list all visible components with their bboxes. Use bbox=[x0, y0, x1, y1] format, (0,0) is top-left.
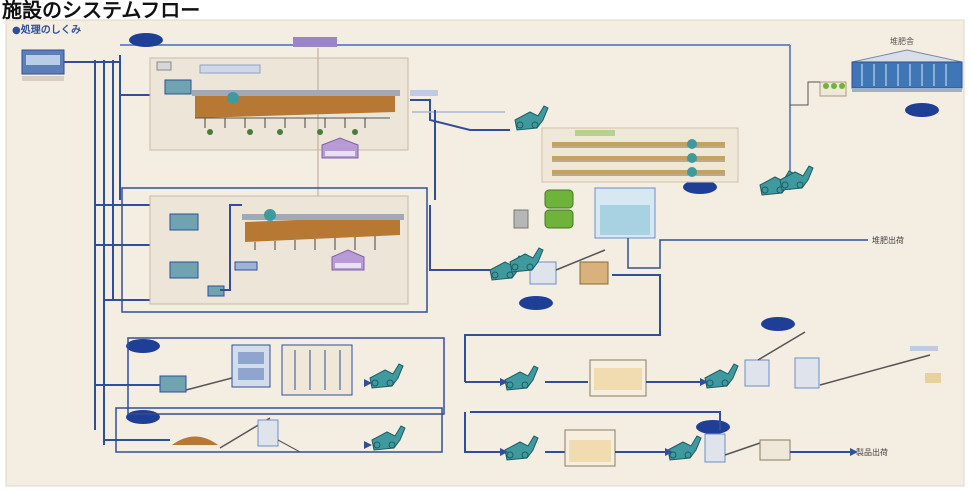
lower-hoppers bbox=[169, 213, 225, 297]
badge-1 bbox=[129, 33, 163, 47]
middle-screening bbox=[464, 249, 661, 382]
badge-7 bbox=[126, 410, 160, 424]
page-title: 施設のシステムフロー bbox=[2, 0, 201, 22]
upper-fermentation-unit bbox=[149, 48, 409, 200]
lower-control-box bbox=[234, 261, 258, 271]
badge-8 bbox=[696, 420, 730, 434]
biofilter-units bbox=[544, 189, 574, 229]
diagram-panel-border bbox=[5, 19, 965, 487]
upper-deodorizer bbox=[321, 137, 359, 159]
lower-feed-line bbox=[220, 204, 242, 291]
badge-5 bbox=[761, 317, 795, 331]
curing-turners bbox=[687, 139, 697, 177]
water-treatment bbox=[513, 187, 868, 269]
lower-unit-frame bbox=[149, 195, 409, 305]
lower-air-pipes bbox=[254, 236, 376, 250]
lower-compost-bed bbox=[245, 216, 400, 242]
badge-4 bbox=[519, 296, 553, 310]
loader-3 bbox=[779, 165, 814, 191]
flow-arrows bbox=[364, 378, 858, 456]
purple-tag-top bbox=[293, 37, 337, 47]
lower-tank-rim bbox=[242, 214, 404, 220]
upper-outlet-flows bbox=[410, 99, 510, 271]
loader-1 bbox=[514, 105, 549, 131]
upper-hopper bbox=[156, 61, 192, 95]
curing-label-box bbox=[575, 130, 615, 136]
upper-outlet-label-box bbox=[410, 90, 438, 96]
loader-4 bbox=[489, 255, 524, 281]
upper-tank-rim bbox=[192, 90, 400, 96]
lower-unit-outline bbox=[121, 187, 428, 313]
lower-fermentation-unit bbox=[121, 187, 428, 313]
badge-group bbox=[126, 33, 939, 434]
flow-line-input bbox=[60, 61, 160, 96]
loader-10 bbox=[504, 435, 539, 461]
loader-5 bbox=[509, 247, 544, 273]
upper-compost-bed bbox=[195, 93, 395, 118]
lower-deodorizer bbox=[331, 249, 365, 271]
bottom-right-flow bbox=[464, 331, 941, 467]
loader-6 bbox=[369, 363, 404, 389]
upper-air-pipes bbox=[204, 118, 366, 128]
badge-6 bbox=[126, 339, 160, 353]
lower-turner bbox=[264, 209, 276, 221]
mixer-unit bbox=[127, 337, 445, 415]
bottom-compost-line bbox=[115, 407, 443, 453]
loader-11 bbox=[667, 435, 702, 461]
receiving-facility bbox=[21, 49, 65, 81]
upper-turner bbox=[227, 92, 239, 104]
bagging-unit bbox=[790, 81, 847, 106]
right-side-output-label: 堆肥出荷 bbox=[872, 235, 904, 245]
upper-blowers bbox=[207, 129, 358, 135]
curing-lanes bbox=[541, 127, 739, 183]
curing-rails-shadow bbox=[552, 146, 725, 176]
warehouse-label: 堆肥舎 bbox=[890, 36, 914, 46]
loader-7 bbox=[371, 425, 406, 451]
bottom-right-output-label: 製品出荷 bbox=[856, 447, 888, 457]
badge-3 bbox=[683, 180, 717, 194]
upper-duct-box bbox=[199, 64, 261, 74]
section-heading: ●処理のしくみ bbox=[12, 23, 81, 36]
loader-vehicles bbox=[369, 105, 814, 461]
loader-9 bbox=[704, 363, 739, 389]
badge-2 bbox=[905, 103, 939, 117]
loader-8 bbox=[504, 365, 539, 391]
product-warehouse bbox=[851, 49, 963, 92]
